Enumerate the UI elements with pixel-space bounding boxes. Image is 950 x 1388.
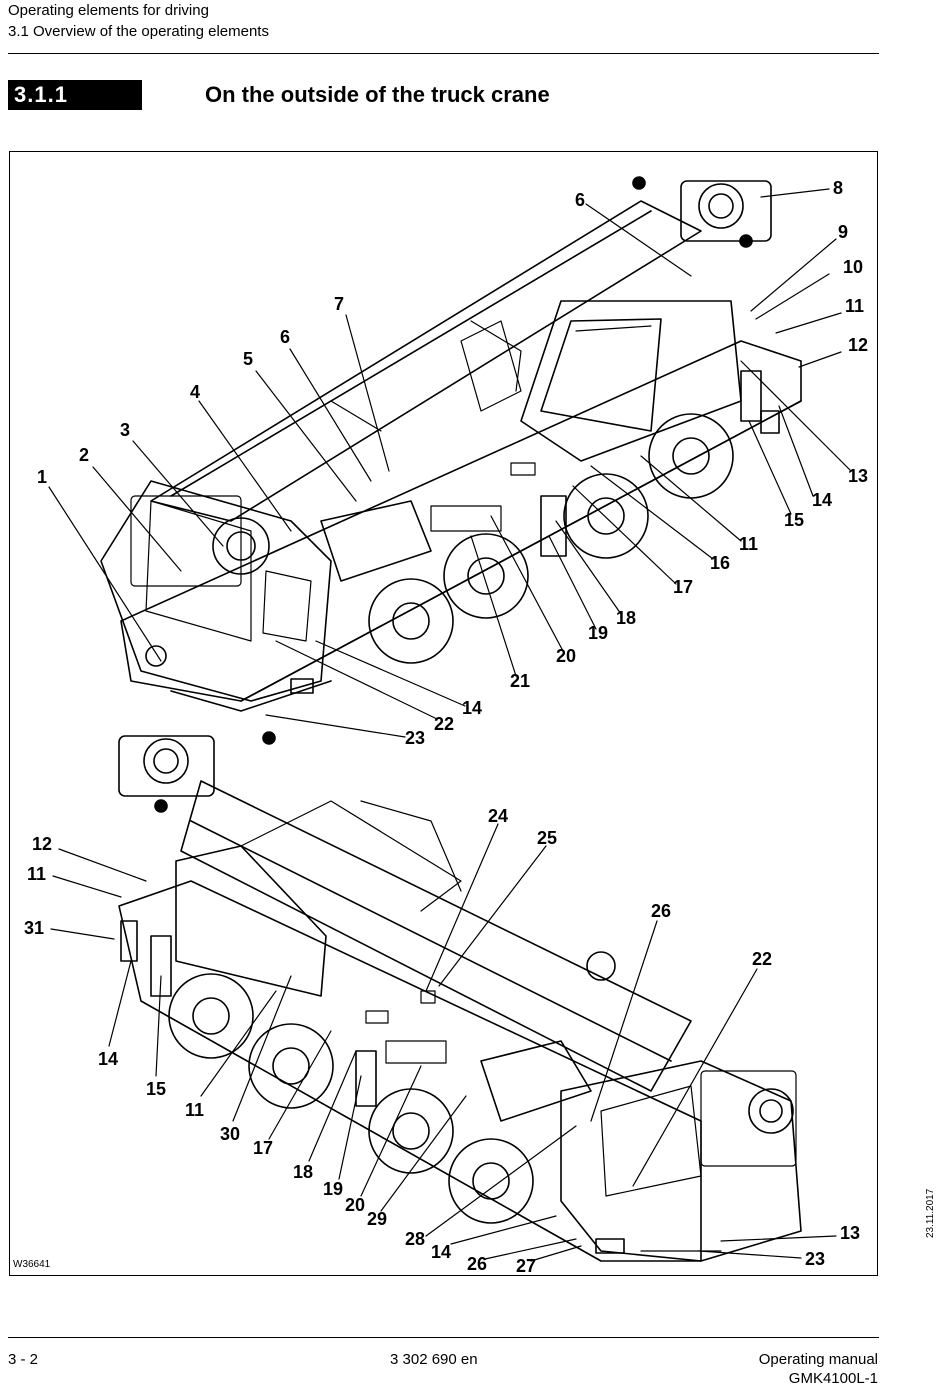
- callout-3: 3: [120, 420, 131, 440]
- callout-26-bottom-front: 26: [467, 1254, 488, 1274]
- callout-12: 12: [848, 335, 869, 355]
- callout-1: 1: [37, 467, 48, 487]
- bottom-crane-drawing: [118, 731, 802, 1262]
- callout-16: 16: [710, 553, 731, 573]
- callout-11-top-right: 11: [845, 296, 865, 316]
- section-number: 3.1.1: [8, 80, 142, 110]
- callout-17-bottom: 17: [253, 1138, 274, 1158]
- callout-20: 20: [556, 646, 577, 666]
- page-number: 3 - 2: [8, 1351, 39, 1368]
- callout-8: 8: [833, 178, 844, 198]
- leader-lines: [48, 188, 852, 1262]
- callout-11-top-mid: 11: [739, 534, 759, 554]
- callout-2: 2: [79, 445, 90, 465]
- callout-27: 27: [516, 1256, 537, 1276]
- callout-14-top-right: 14: [812, 490, 833, 510]
- callout-4: 4: [190, 382, 201, 402]
- callout-6-top-left: 6: [280, 327, 291, 347]
- header-rule: [8, 53, 879, 54]
- callout-18-bottom: 18: [293, 1162, 314, 1182]
- callout-19-bottom: 19: [323, 1179, 344, 1199]
- footer-rule: [8, 1337, 879, 1338]
- callout-14-bottom-front: 14: [431, 1242, 452, 1262]
- callout-17: 17: [673, 577, 694, 597]
- callout-24: 24: [488, 806, 509, 826]
- callout-6-top-right: 6: [575, 190, 586, 210]
- crane-illustration: [48, 176, 852, 1262]
- header-chapter: Operating elements for driving: [8, 2, 209, 19]
- callout-23-bottom: 23: [805, 1249, 826, 1269]
- callout-12-bottom: 12: [32, 834, 53, 854]
- document-number: 3 302 690 en: [390, 1351, 478, 1368]
- figure-code: W36641: [13, 1259, 51, 1270]
- callout-15-bottom: 15: [146, 1079, 167, 1099]
- callout-13: 13: [848, 466, 869, 486]
- callout-15: 15: [784, 510, 805, 530]
- callout-21: 21: [510, 671, 531, 691]
- callout-29: 29: [367, 1209, 388, 1229]
- callout-30: 30: [220, 1124, 241, 1144]
- crane-figure: 1 2 3 4 5 6 6 7 8 9 10 11 11 12 13 14 14…: [9, 151, 878, 1276]
- callout-13-bottom: 13: [840, 1223, 861, 1243]
- callout-22-top: 22: [434, 714, 455, 734]
- model-name: GMK4100L-1: [788, 1370, 878, 1387]
- section-title: On the outside of the truck crane: [205, 82, 550, 107]
- callout-23-top: 23: [405, 728, 426, 748]
- callout-14-top-front: 14: [462, 698, 483, 718]
- callout-10: 10: [843, 257, 864, 277]
- revision-date: 23.11.2017: [925, 1188, 936, 1238]
- callout-22-bottom: 22: [752, 949, 773, 969]
- callout-11-bottom-mid: 11: [185, 1100, 205, 1120]
- callout-25: 25: [537, 828, 558, 848]
- callout-14-bottom-left: 14: [98, 1049, 119, 1069]
- header-subchapter: 3.1 Overview of the operating elements: [8, 23, 269, 40]
- callout-20-bottom: 20: [345, 1195, 366, 1215]
- callout-31: 31: [24, 918, 45, 938]
- callout-11-bottom-left: 11: [27, 864, 47, 884]
- callout-5: 5: [243, 349, 254, 369]
- callout-9: 9: [838, 222, 849, 242]
- callout-7: 7: [334, 294, 345, 314]
- top-crane-drawing: [100, 176, 802, 712]
- callout-28: 28: [405, 1229, 426, 1249]
- callout-19: 19: [588, 623, 609, 643]
- callout-18: 18: [616, 608, 637, 628]
- callout-26-bottom-top: 26: [651, 901, 672, 921]
- manual-title: Operating manual: [758, 1351, 878, 1368]
